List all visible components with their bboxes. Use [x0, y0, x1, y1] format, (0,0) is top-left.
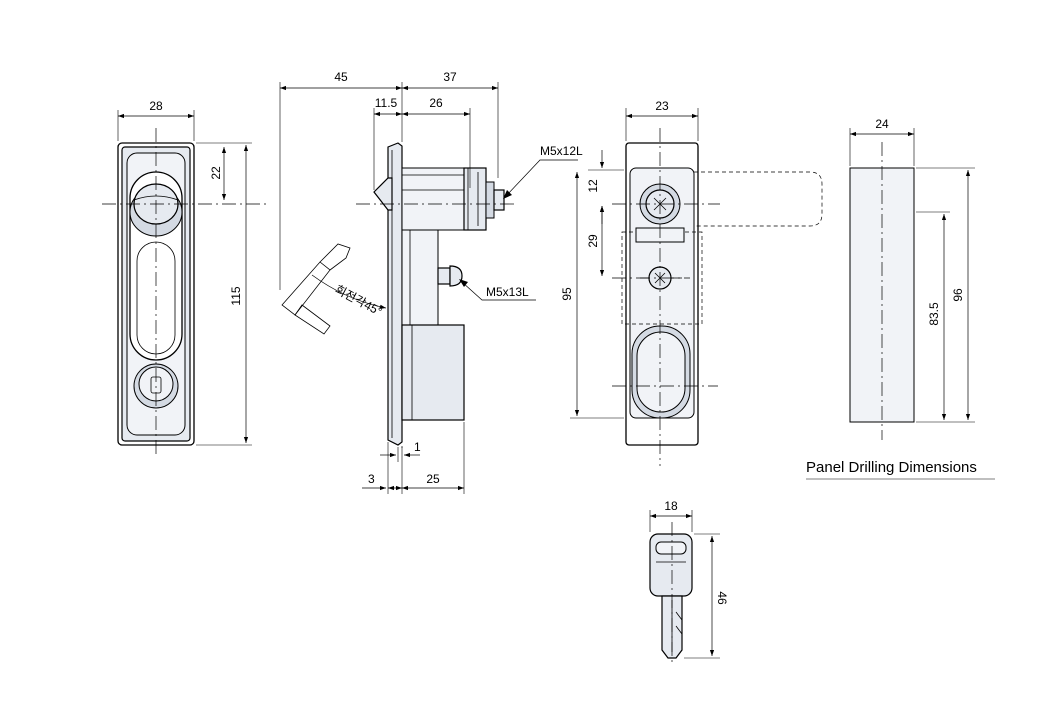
front-width-label: 28: [149, 99, 163, 113]
front-height-label: 115: [229, 286, 243, 305]
key-length-label: 46: [715, 591, 729, 605]
side-handle-depth-label: 37: [443, 70, 457, 84]
front-knob-offset-label: 22: [209, 166, 223, 180]
rear-width-label: 23: [655, 99, 669, 113]
drill-inner-height-label: 83.5: [927, 302, 941, 326]
rear-height-label: 95: [560, 287, 574, 301]
key: 18 46: [649, 499, 729, 666]
key-width-label: 18: [664, 499, 678, 513]
gap-label: 1: [414, 440, 421, 454]
rear-view: 23 12 29 95: [560, 99, 823, 466]
side-overall-depth-label: 45: [334, 70, 348, 84]
rear-screw-offset-label: 12: [586, 179, 600, 193]
rotation-label: 회전각45°: [333, 282, 385, 319]
drill-width-label: 24: [875, 117, 889, 131]
mid-screw-label: M5x13L: [486, 285, 529, 299]
top-screw-label: M5x12L: [540, 144, 583, 158]
front-view: 28 22 115: [102, 99, 266, 458]
panel-thickness-label: 3: [368, 472, 375, 486]
side-flange-depth-label: 11.5: [375, 96, 398, 110]
side-view: 회전각45° 45 37 11.5 26 M5x12L M5x13L 1 3 2…: [279, 70, 583, 494]
base-depth-label: 25: [426, 472, 440, 486]
panel-drilling-title: Panel Drilling Dimensions: [806, 459, 977, 476]
side-body-depth-label: 26: [429, 96, 443, 110]
panel-drilling: 24 83.5 96 Panel Drilling Dimensions: [806, 117, 995, 480]
rear-screw-spacing-label: 29: [586, 234, 600, 248]
drill-height-label: 96: [951, 288, 965, 302]
